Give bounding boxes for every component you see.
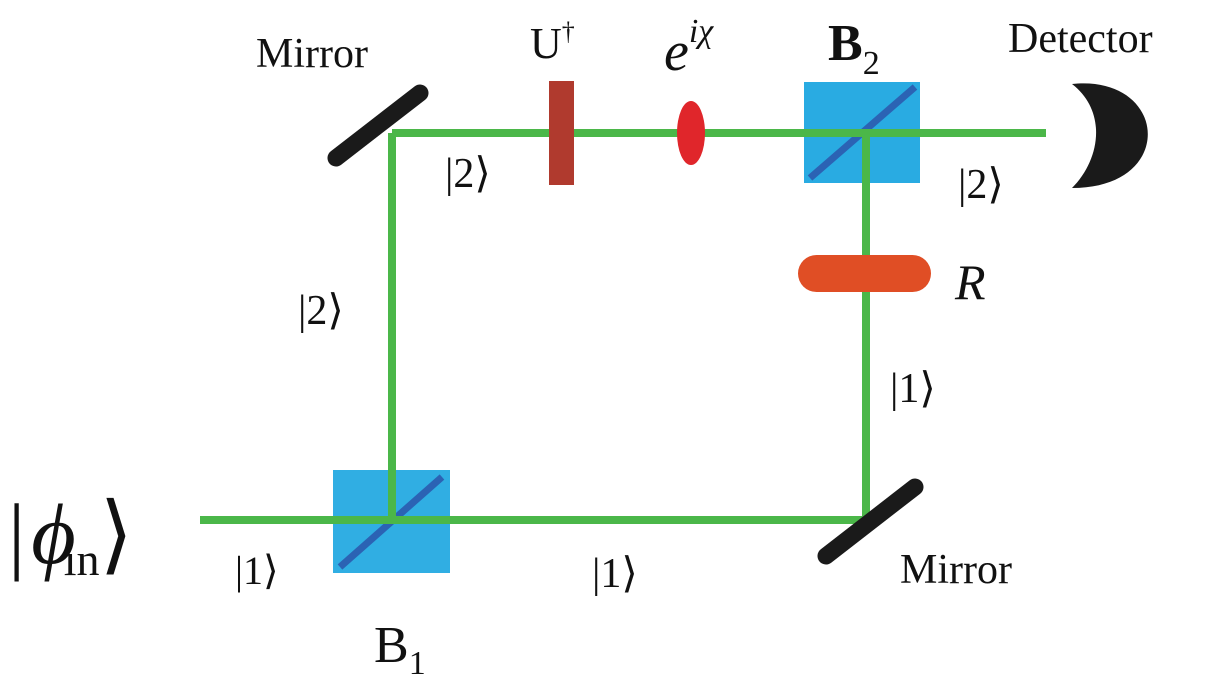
ket-1-right: |1⟩ [890,366,936,412]
unitary-label: U† [530,17,575,68]
b1-subscript: 1 [409,645,426,681]
mirror-top-left [327,84,429,167]
b2-subscript: 2 [863,45,880,82]
mirror-bottom-right [817,478,924,565]
input-state-phi: ϕ [31,486,76,582]
input-state-close: ⟩ [100,486,134,582]
beam-splitter-b2 [804,82,920,183]
detector-label: Detector [1008,16,1153,62]
b1-letter: B [374,617,409,674]
r-label: R [954,254,986,310]
b1-label: B1 [374,617,426,681]
input-state-bar: | [8,486,25,582]
b2-label: B2 [828,15,880,82]
unitary-symbol: U [530,19,562,68]
unitary-plate [549,81,574,185]
mirror-top-label: Mirror [256,31,368,77]
phase-label: eiχ [664,13,714,83]
r-plate [798,255,931,292]
beam-paths [200,129,1046,524]
ket-2-left: |2⟩ [298,288,344,334]
ket-1-bottom-mid: |1⟩ [592,551,638,597]
phase-shifter-ellipse [677,101,705,165]
ket-2-top: |2⟩ [445,151,491,197]
beam-splitter-b1 [333,470,450,573]
ket-1-bottom-left: |1⟩ [235,548,279,593]
ket-2-right: |2⟩ [958,162,1004,208]
input-state-label: |ϕin⟩ [8,486,133,585]
unitary-superscript: † [562,17,575,46]
detector-icon [1072,83,1148,188]
b2-letter: B [828,15,863,72]
mirror-bottom-label: Mirror [900,547,1012,593]
phase-superscript: iχ [689,13,714,50]
phase-base: e [664,21,689,83]
input-state-subscript: in [64,534,100,585]
